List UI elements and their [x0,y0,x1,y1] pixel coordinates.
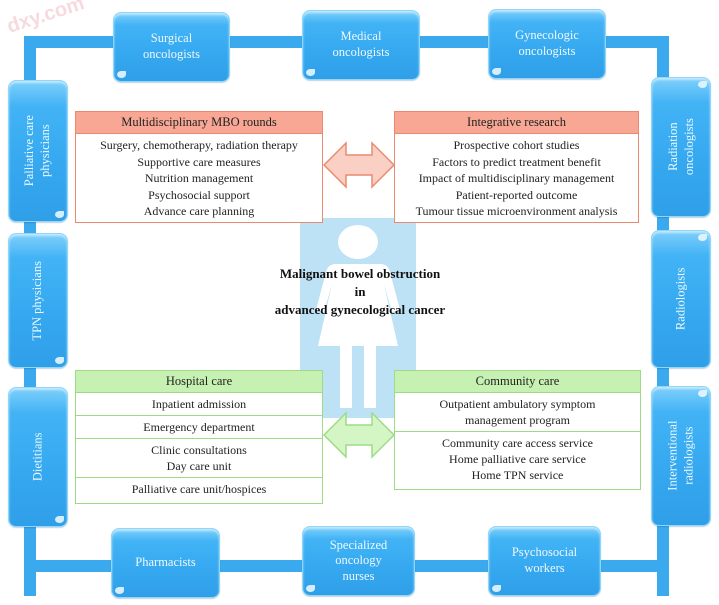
research-item: Impact of multidisciplinary management [418,171,615,185]
double-arrow-green-icon [322,411,396,459]
hospital-care-box: Hospital care Inpatient admission Emerge… [75,370,323,504]
title-line-1: Malignant bowel obstruction [279,266,441,281]
mbo-rounds-title: Multidisciplinary MBO rounds [76,112,322,134]
specialist-dietitians: Dietitians [8,387,68,527]
mbo-item: Nutrition management [144,171,254,185]
research-box: Integrative research Prospective cohort … [394,111,639,223]
research-item: Patient-reported outcome [455,187,578,202]
central-title: Malignant bowel obstruction in advanced … [220,265,500,319]
title-line-2: in [354,284,366,299]
hospital-row: Palliative care unit/hospices [131,482,267,496]
community-care-box: Community care Outpatient ambulatory sym… [394,370,641,490]
specialist-radiologists: Radiologists [651,230,711,368]
double-arrow-red-icon [322,141,396,189]
watermark: dxy.com [4,0,87,38]
title-line-3: advanced gynecological cancer [274,302,446,317]
community-care-title: Community care [395,371,640,393]
mbo-rounds-box: Multidisciplinary MBO rounds Surgery, ch… [75,111,323,223]
specialist-tpn-physicians: TPN physicians [8,233,68,368]
specialist-pharmacists: Pharmacists [111,528,220,598]
hospital-care-title: Hospital care [76,371,322,393]
mbo-item: Psychosocial support [148,187,250,202]
hospital-row: Emergency department [76,416,322,439]
mbo-item: Advance care planning [143,204,255,218]
research-item: Factors to predict treatment benefit [432,154,601,169]
research-item: Prospective cohort studies [453,138,580,152]
mbo-item: Surgery, chemotherapy, radiation therapy [100,138,298,152]
mbo-item: Supportive care measures [137,154,261,169]
research-title: Integrative research [395,112,638,134]
research-item: Tumour tissue microenvironment analysis [415,204,618,218]
hospital-row: Inpatient admission [76,393,322,416]
woman-figure-icon [316,225,400,408]
